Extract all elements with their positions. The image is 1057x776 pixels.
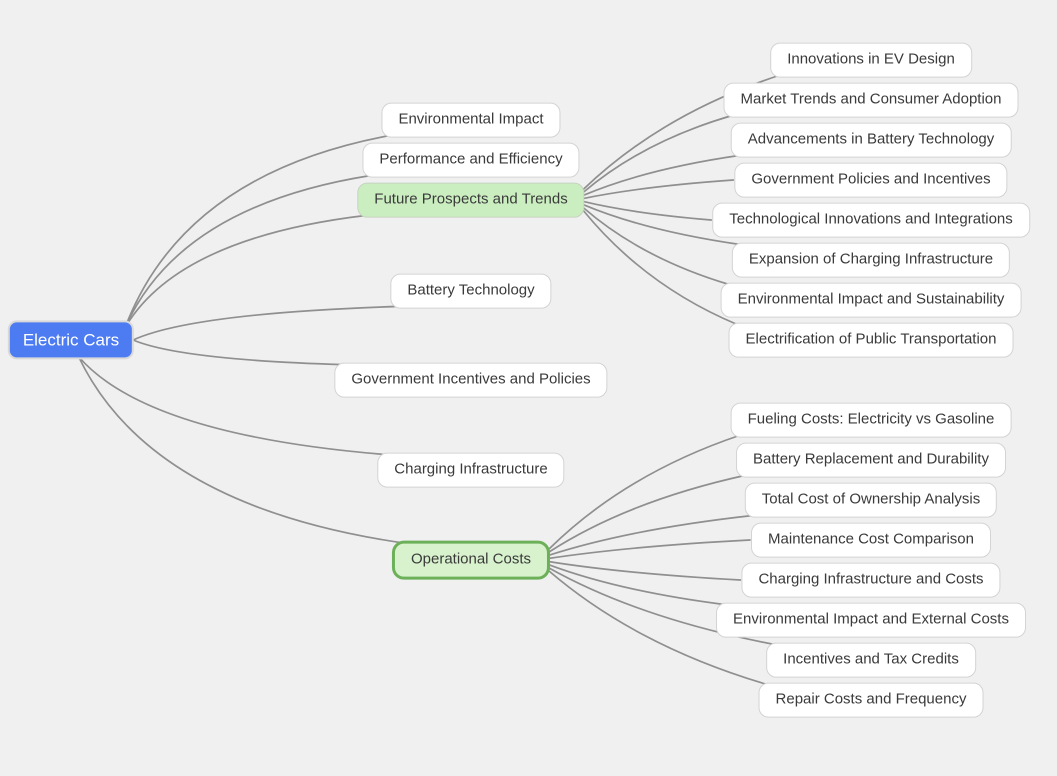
- mindmap-node-environmental-impact[interactable]: Environmental Impact: [381, 102, 561, 138]
- edge-operational-costs--maintenance-cost-comparison: [548, 539, 751, 560]
- mindmap-node-market-trends-consumer-adoption[interactable]: Market Trends and Consumer Adoption: [723, 82, 1019, 118]
- mindmap-node-repair-costs-and-frequency[interactable]: Repair Costs and Frequency: [758, 682, 984, 718]
- edge-electric-cars--charging-infrastructure: [77, 355, 388, 456]
- edge-electric-cars--future-prospects-and-trends: [124, 214, 368, 329]
- edge-electric-cars--battery-technology: [132, 305, 401, 341]
- edge-electric-cars--performance-and-efficiency: [124, 174, 373, 329]
- edge-operational-costs--charging-infrastructure-and-costs: [548, 560, 742, 581]
- mindmap-node-electric-cars[interactable]: Electric Cars: [7, 320, 135, 360]
- mindmap-node-maintenance-cost-comparison[interactable]: Maintenance Cost Comparison: [751, 522, 991, 558]
- mindmap-node-performance-and-efficiency[interactable]: Performance and Efficiency: [362, 142, 580, 178]
- mindmap-node-environmental-impact-external-costs[interactable]: Environmental Impact and External Costs: [716, 602, 1026, 638]
- edge-operational-costs--incentives-and-tax-credits: [548, 567, 777, 646]
- mindmap-node-government-policies-incentives[interactable]: Government Policies and Incentives: [734, 162, 1008, 198]
- mindmap-node-total-cost-of-ownership-analysis[interactable]: Total Cost of Ownership Analysis: [744, 482, 998, 518]
- mindmap-node-electrification-public-transportation[interactable]: Electrification of Public Transportation: [728, 322, 1014, 358]
- mindmap-node-operational-costs[interactable]: Operational Costs: [391, 540, 551, 580]
- mindmap-node-charging-infrastructure[interactable]: Charging Infrastructure: [377, 452, 565, 488]
- mindmap-node-battery-replacement-durability[interactable]: Battery Replacement and Durability: [736, 442, 1006, 478]
- mindmap-node-incentives-and-tax-credits[interactable]: Incentives and Tax Credits: [766, 642, 976, 678]
- edge-electric-cars--government-incentives-policies: [132, 339, 345, 366]
- edge-electric-cars--operational-costs: [77, 355, 402, 544]
- edge-operational-costs--battery-replacement-durability: [548, 474, 746, 553]
- edge-future-prospects-and-trends--environmental-impact-sustainability: [582, 207, 731, 286]
- edge-operational-costs--total-cost-of-ownership-analysis: [548, 514, 755, 557]
- edge-electric-cars--environmental-impact: [124, 134, 392, 329]
- edge-future-prospects-and-trends--government-policies-incentives: [582, 179, 735, 200]
- mindmap-node-government-incentives-policies[interactable]: Government Incentives and Policies: [334, 362, 608, 398]
- edge-operational-costs--environmental-impact-external-costs: [548, 563, 726, 606]
- edge-future-prospects-and-trends--electrification-public-transportation: [582, 210, 739, 326]
- edge-operational-costs--fueling-costs-electricity-vs-gasoline: [548, 434, 741, 550]
- edge-future-prospects-and-trends--advancements-battery-technology: [582, 154, 741, 197]
- mindmap-node-innovations-in-ev-design[interactable]: Innovations in EV Design: [770, 42, 972, 78]
- mindmap-node-advancements-battery-technology[interactable]: Advancements in Battery Technology: [730, 122, 1012, 158]
- edge-operational-costs--repair-costs-and-frequency: [548, 570, 769, 686]
- mindmap-node-future-prospects-and-trends[interactable]: Future Prospects and Trends: [357, 182, 585, 218]
- mindmap-node-charging-infrastructure-and-costs[interactable]: Charging Infrastructure and Costs: [741, 562, 1001, 598]
- mindmap-node-environmental-impact-sustainability[interactable]: Environmental Impact and Sustainability: [720, 282, 1022, 318]
- edge-future-prospects-and-trends--technological-innovations-integrations: [582, 200, 713, 221]
- edge-future-prospects-and-trends--market-trends-consumer-adoption: [582, 114, 734, 193]
- mindmap-node-technological-innovations-integrations[interactable]: Technological Innovations and Integratio…: [712, 202, 1030, 238]
- mindmap-node-expansion-charging-infrastructure[interactable]: Expansion of Charging Infrastructure: [731, 242, 1011, 278]
- edge-future-prospects-and-trends--expansion-charging-infrastructure: [582, 203, 742, 246]
- mindmap-node-battery-technology[interactable]: Battery Technology: [390, 273, 552, 309]
- mindmap-node-fueling-costs-electricity-vs-gasoline[interactable]: Fueling Costs: Electricity vs Gasoline: [730, 402, 1012, 438]
